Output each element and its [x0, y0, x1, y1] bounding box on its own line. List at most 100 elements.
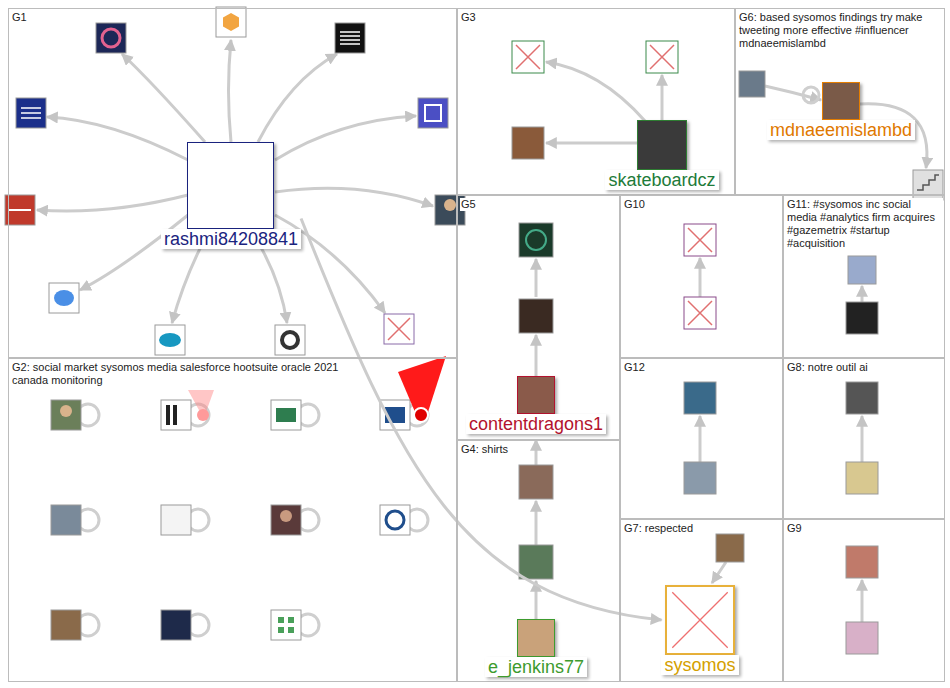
- avatar: [846, 302, 878, 334]
- graph-edge: [47, 117, 188, 160]
- avatar: [380, 400, 410, 430]
- graph-edge: [535, 259, 538, 297]
- group-box: G9: [783, 519, 945, 682]
- graph-edge: [229, 40, 232, 142]
- vertex-label: rashmi84208841: [161, 229, 301, 249]
- avatar-mark: [276, 408, 296, 422]
- avatar: [16, 98, 46, 128]
- vertex-icon: [637, 120, 687, 170]
- avatar: [271, 505, 301, 535]
- avatar: [684, 462, 716, 494]
- avatar-mark: [278, 617, 294, 633]
- group-label: G12: [623, 361, 646, 374]
- group-label: G11: #sysomos inc social media #analytic…: [786, 198, 943, 250]
- vertex: contentdragons1: [466, 376, 606, 434]
- avatar-mark: [444, 199, 456, 211]
- graph-edge: [546, 142, 637, 145]
- broken-image-x: [516, 45, 540, 69]
- graph-edge: [535, 335, 538, 376]
- group-box: G4: shirts e_jenkins77: [457, 440, 620, 682]
- highlight-marker: [197, 409, 209, 421]
- graph-edge: [258, 54, 337, 142]
- avatar: [418, 98, 448, 128]
- avatar: [519, 465, 553, 499]
- graph-edge: [712, 562, 726, 583]
- vertex-label: e_jenkins77: [485, 657, 587, 677]
- avatar: [271, 610, 301, 640]
- avatar: [512, 127, 544, 159]
- avatar: [739, 71, 765, 97]
- vertex: mdnaeemislambd: [767, 82, 915, 140]
- avatar-mark: [223, 13, 239, 31]
- graph-edge: [861, 416, 864, 462]
- avatar: [519, 299, 553, 333]
- avatar: [519, 545, 553, 579]
- graph-edge: [535, 501, 538, 545]
- vertex-icon: [517, 376, 555, 414]
- broken-image-x: [388, 318, 410, 340]
- graph-edge: [275, 116, 416, 160]
- group-label: G7: respected: [623, 522, 694, 535]
- broken-image: [646, 41, 678, 73]
- avatar: [5, 195, 35, 225]
- highlight-marker: [188, 390, 214, 412]
- avatar-mark: [9, 209, 31, 211]
- group-box: G5 contentdragons1: [457, 195, 620, 440]
- self-loop: [803, 87, 819, 103]
- graph-edge: [535, 440, 538, 465]
- avatar-mark: [280, 510, 292, 522]
- group-box: G7: respected sysomos: [620, 519, 783, 682]
- graph-edge: [37, 195, 188, 211]
- avatar: [519, 223, 553, 257]
- vertex-label: mdnaeemislambd: [767, 120, 915, 140]
- broken-image-x: [672, 592, 727, 647]
- vertex-label: skateboardcz: [605, 170, 718, 190]
- avatar: [51, 610, 81, 640]
- group-label: G8: notre outil ai: [786, 361, 869, 374]
- vertex-icon: [187, 142, 274, 229]
- group-box: G11: #sysomos inc social media #analytic…: [783, 195, 945, 358]
- avatar: [275, 325, 305, 355]
- avatar-mark: [425, 105, 441, 121]
- vertex: rashmi84208841: [161, 142, 301, 249]
- avatar: [155, 325, 185, 355]
- broken-image-x: [650, 45, 674, 69]
- group-label: G4: shirts: [460, 443, 509, 456]
- group-box: G12: [620, 358, 783, 519]
- graph-edge: [861, 580, 864, 622]
- connector: [301, 219, 661, 621]
- avatar-mark: [159, 333, 181, 347]
- avatar-mark: [60, 405, 72, 417]
- avatar: [846, 622, 878, 654]
- group-label: G1: [11, 11, 28, 24]
- avatar: [380, 505, 410, 535]
- group-label: G2: social market sysomos media salesfor…: [11, 361, 358, 387]
- broken-image: [684, 297, 716, 329]
- vertex-icon: [665, 585, 735, 655]
- avatar: [51, 505, 81, 535]
- avatar-mark: [526, 230, 546, 250]
- group-box: G8: notre outil ai: [783, 358, 945, 519]
- avatar: [49, 283, 79, 313]
- group-box: G2: social market sysomos media salesfor…: [8, 358, 457, 682]
- avatar: [271, 400, 301, 430]
- group-box: G10: [620, 195, 783, 358]
- group-box: G1 rashmi84208841: [8, 8, 457, 358]
- vertex-icon: [517, 619, 555, 657]
- graph-edge: [275, 188, 433, 206]
- group-label: G5: [460, 198, 477, 211]
- avatar: [684, 382, 716, 414]
- vertex: skateboardcz: [605, 120, 718, 190]
- group-label: G10: [623, 198, 646, 211]
- avatar: [161, 400, 191, 430]
- broken-image-x: [667, 587, 733, 653]
- avatar: [161, 505, 191, 535]
- vertex: sysomos: [661, 585, 738, 675]
- avatar-mark: [102, 29, 120, 47]
- avatar-mark: [21, 108, 41, 118]
- avatar-mark: [386, 511, 404, 529]
- group-box: G6: based sysomos findings try make twee…: [735, 8, 945, 195]
- group-label: G6: based sysomos findings try make twee…: [738, 11, 944, 50]
